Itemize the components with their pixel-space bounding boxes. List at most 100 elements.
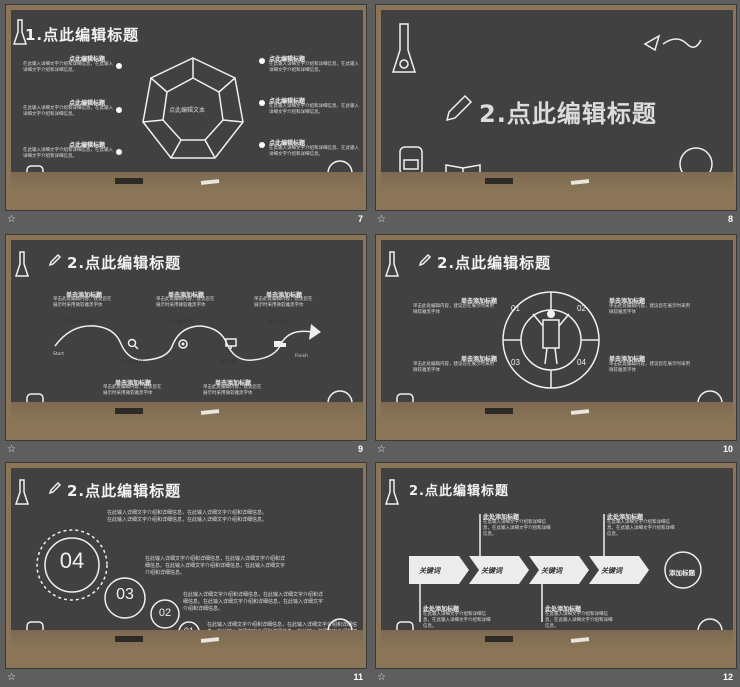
- paragraph: 在此输入详细文字介绍和详细信息，在此输入详细文字介绍和详细信息。在此输入详细文字…: [145, 556, 286, 576]
- paragraph: 在此输入详细文字介绍和详细信息，在此输入详细文字介绍和详细信息。在此输入详细文字…: [107, 510, 268, 523]
- item-text: 在此输入详细文字介绍和详细信息，在此输入详细文字介绍和详细信息。: [483, 520, 551, 537]
- pencil-icon: [445, 94, 473, 122]
- ribbon-label: Finish: [295, 354, 308, 359]
- gear-icon: [178, 339, 188, 349]
- item-heading: 单击添加标题: [115, 380, 152, 387]
- star-icon[interactable]: ☆: [7, 444, 16, 455]
- flask-icon: [391, 23, 417, 73]
- ribbon-label: DESIGN: [219, 360, 237, 365]
- end-circle: [664, 551, 702, 589]
- item-text: 单击此处编辑内容，建议您在展示时采用微软雅黑字体: [203, 385, 262, 396]
- ribbon-label: CREATIVE IDEA: [63, 320, 97, 325]
- slide-frame: 2.点此编辑标题: [375, 4, 737, 211]
- bullet-dot: [259, 142, 265, 148]
- item-text: 单击此处编辑内容，建议您在展示时采用微软雅黑字体: [103, 385, 162, 396]
- slide-title: 2.点此编辑标题: [437, 254, 552, 272]
- slide-thumbnail-12[interactable]: 2.点此编辑标题 此处添加标题 在此输入详细文字介绍和详细信息，在此输入详细文字…: [375, 462, 737, 687]
- slide-number: 11: [353, 672, 363, 682]
- item-heading: 此处添加标题: [545, 606, 582, 613]
- item-text: 单击此处编辑内容，建议您在展示时采用微软雅黑字体: [413, 362, 494, 373]
- slide-number: 9: [357, 444, 363, 454]
- item-text: 在此输入详细文字介绍和详细信息，在此输入详细文字介绍和详细信息。: [23, 106, 113, 117]
- chalkboard: 2.点此编辑标题 01 02 03 04 单击添加标题 单击此处编辑内容，建议您…: [381, 240, 733, 422]
- item-heading: 单击添加标题: [168, 292, 205, 299]
- pencil-icon: [48, 253, 62, 267]
- thumbnail-footer: ☆ 12: [375, 669, 737, 687]
- slide-thumbnail-9[interactable]: 2.点此编辑标题 单击添加标题 单击此处编辑内容，建议您在展示时采用微软雅黑字体…: [5, 234, 367, 459]
- item-heading: 单击添加标题: [66, 292, 103, 299]
- item-heading: 单击添加标题: [461, 298, 498, 305]
- ribbon-label: Start: [53, 352, 64, 357]
- arrow-keyword: 关键词: [481, 567, 502, 575]
- chalkboard: 2.点此编辑标题 此处添加标题 在此输入详细文字介绍和详细信息，在此输入详细文字…: [381, 468, 733, 650]
- item-heading: 点此编辑标题: [69, 142, 106, 149]
- heptagon-diagram: [142, 57, 244, 159]
- quadrant-label: 02: [577, 304, 586, 313]
- slide-thumbnail-7[interactable]: 1.点此编辑标题 点此编辑文本 点此编辑标题 在此输入详细文字介绍和详细信息，在…: [5, 4, 367, 229]
- item-heading: 点此编辑标题: [269, 140, 306, 147]
- slide-number: 10: [722, 444, 733, 454]
- item-heading: 点此编辑标题: [269, 56, 306, 63]
- item-text: 在此输入详细文字介绍和详细信息，在此输入详细文字介绍和详细信息。: [269, 62, 359, 73]
- item-text: 单击此处编辑内容，建议您在展示时采用微软雅黑字体: [609, 362, 690, 373]
- slide-thumbnail-10[interactable]: 2.点此编辑标题 01 02 03 04 单击添加标题 单击此处编辑内容，建议您…: [375, 234, 737, 459]
- paper-plane-icon: [643, 34, 702, 52]
- chalkboard: 1.点此编辑标题 点此编辑文本 点此编辑标题 在此输入详细文字介绍和详细信息，在…: [11, 10, 363, 192]
- chalkboard: 2.点此编辑标题 04 03 02 01 在此输入详细文字介绍和详细信息，在此输…: [11, 468, 363, 650]
- slide-frame: 2.点此编辑标题 此处添加标题 在此输入详细文字介绍和详细信息，在此输入详细文字…: [375, 462, 737, 669]
- star-icon[interactable]: ☆: [377, 672, 386, 683]
- item-heading: 此处添加标题: [483, 514, 520, 521]
- search-icon: [127, 338, 139, 350]
- arrow-chevrons: [409, 556, 649, 584]
- flask-icon: [14, 251, 30, 277]
- star-icon[interactable]: ☆: [7, 214, 16, 225]
- star-icon[interactable]: ☆: [377, 444, 386, 455]
- arrow-keyword: 关键词: [419, 567, 440, 575]
- item-heading: 点此编辑标题: [269, 98, 306, 105]
- item-text: 在此输入详细文字介绍和详细信息，在此输入详细文字介绍和详细信息。: [607, 520, 675, 537]
- bullet-dot: [116, 149, 122, 155]
- end-circle-label: 添加标题: [669, 569, 695, 577]
- circle-number: 03: [116, 586, 134, 603]
- thumbnail-footer: ☆ 7: [5, 211, 367, 229]
- item-heading: 单击添加标题: [266, 292, 303, 299]
- item-text: 在此输入详细文字介绍和详细信息，在此输入详细文字介绍和详细信息。: [23, 62, 113, 73]
- item-heading: 单击添加标题: [609, 356, 646, 363]
- item-heading: 点此编辑标题: [69, 56, 106, 63]
- chalk-ledge: [381, 402, 733, 422]
- paragraph: 在此输入详细文字介绍和详细信息，在此输入详细文字介绍和详细信息。在此输入详细文字…: [183, 592, 324, 612]
- slide-thumbnail-8[interactable]: 2.点此编辑标题 ☆ 8: [375, 4, 737, 229]
- item-heading: 单击添加标题: [215, 380, 252, 387]
- item-text: 单击此处编辑内容，建议您在展示时采用微软雅黑字体: [609, 304, 690, 315]
- slide-thumbnail-11[interactable]: 2.点此编辑标题 04 03 02 01 在此输入详细文字介绍和详细信息，在此输…: [5, 462, 367, 687]
- thumbnail-footer: ☆ 10: [375, 441, 737, 459]
- flask-icon: [14, 479, 30, 505]
- bullet-dot: [116, 63, 122, 69]
- slide-number: 7: [357, 214, 363, 224]
- star-icon[interactable]: ☆: [377, 214, 386, 225]
- flask-icon: [384, 479, 400, 505]
- item-text: 在此输入详细文字介绍和详细信息，在此输入详细文字介绍和详细信息。: [23, 148, 113, 159]
- quadrant-label: 01: [511, 304, 520, 313]
- item-text: 在此输入详细文字介绍和详细信息，在此输入详细文字介绍和详细信息。: [545, 612, 613, 629]
- slide-title: 1.点此编辑标题: [25, 26, 140, 44]
- slide-number: 8: [727, 214, 733, 224]
- bullet-dot: [259, 58, 265, 64]
- connector-lines: [419, 514, 605, 622]
- quadrant-label: 04: [577, 358, 586, 367]
- circle-number: 04: [59, 548, 85, 573]
- item-text: 在此输入详细文字介绍和详细信息，在此输入详细文字介绍和详细信息。: [423, 612, 491, 629]
- star-icon[interactable]: ☆: [7, 672, 16, 683]
- circle-03: [104, 577, 146, 619]
- slide-number: 12: [722, 672, 733, 682]
- bullet-dot: [116, 107, 122, 113]
- item-text: 单击此处编辑内容，建议您在展示时采用微软雅黑字体: [156, 297, 215, 308]
- truck-icon: [274, 341, 286, 347]
- center-text: 点此编辑文本: [169, 107, 206, 114]
- section-title: 2.点此编辑标题: [479, 100, 657, 128]
- slide-title: 2.点此编辑标题: [67, 254, 182, 272]
- chalk-ledge: [11, 172, 363, 192]
- slide-title: 2.点此编辑标题: [409, 484, 509, 499]
- bullet-dot: [259, 100, 265, 106]
- chalk-ledge: [11, 630, 363, 650]
